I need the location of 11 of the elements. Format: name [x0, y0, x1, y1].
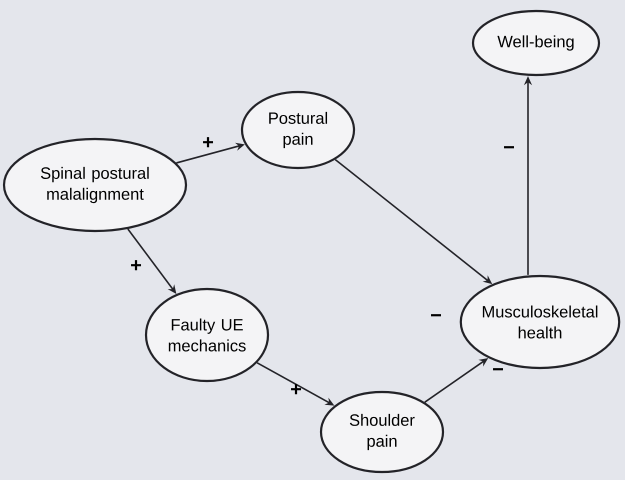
edge-label: −: [431, 314, 441, 316]
edge-label: −: [504, 146, 514, 148]
edge-label: −: [493, 368, 503, 370]
edge-label: +: [291, 384, 302, 394]
ellipse-node: Shoulder pain: [320, 390, 444, 474]
edge-label: +: [131, 260, 142, 270]
ellipse-node: Well-being: [472, 10, 600, 76]
edge-label: +: [203, 137, 214, 148]
ellipse-node: Faulty UE mechanics: [144, 288, 270, 382]
ellipse-node: Spinal postural malalignment: [2, 138, 188, 232]
ellipse-node: Postural pain: [240, 90, 356, 170]
